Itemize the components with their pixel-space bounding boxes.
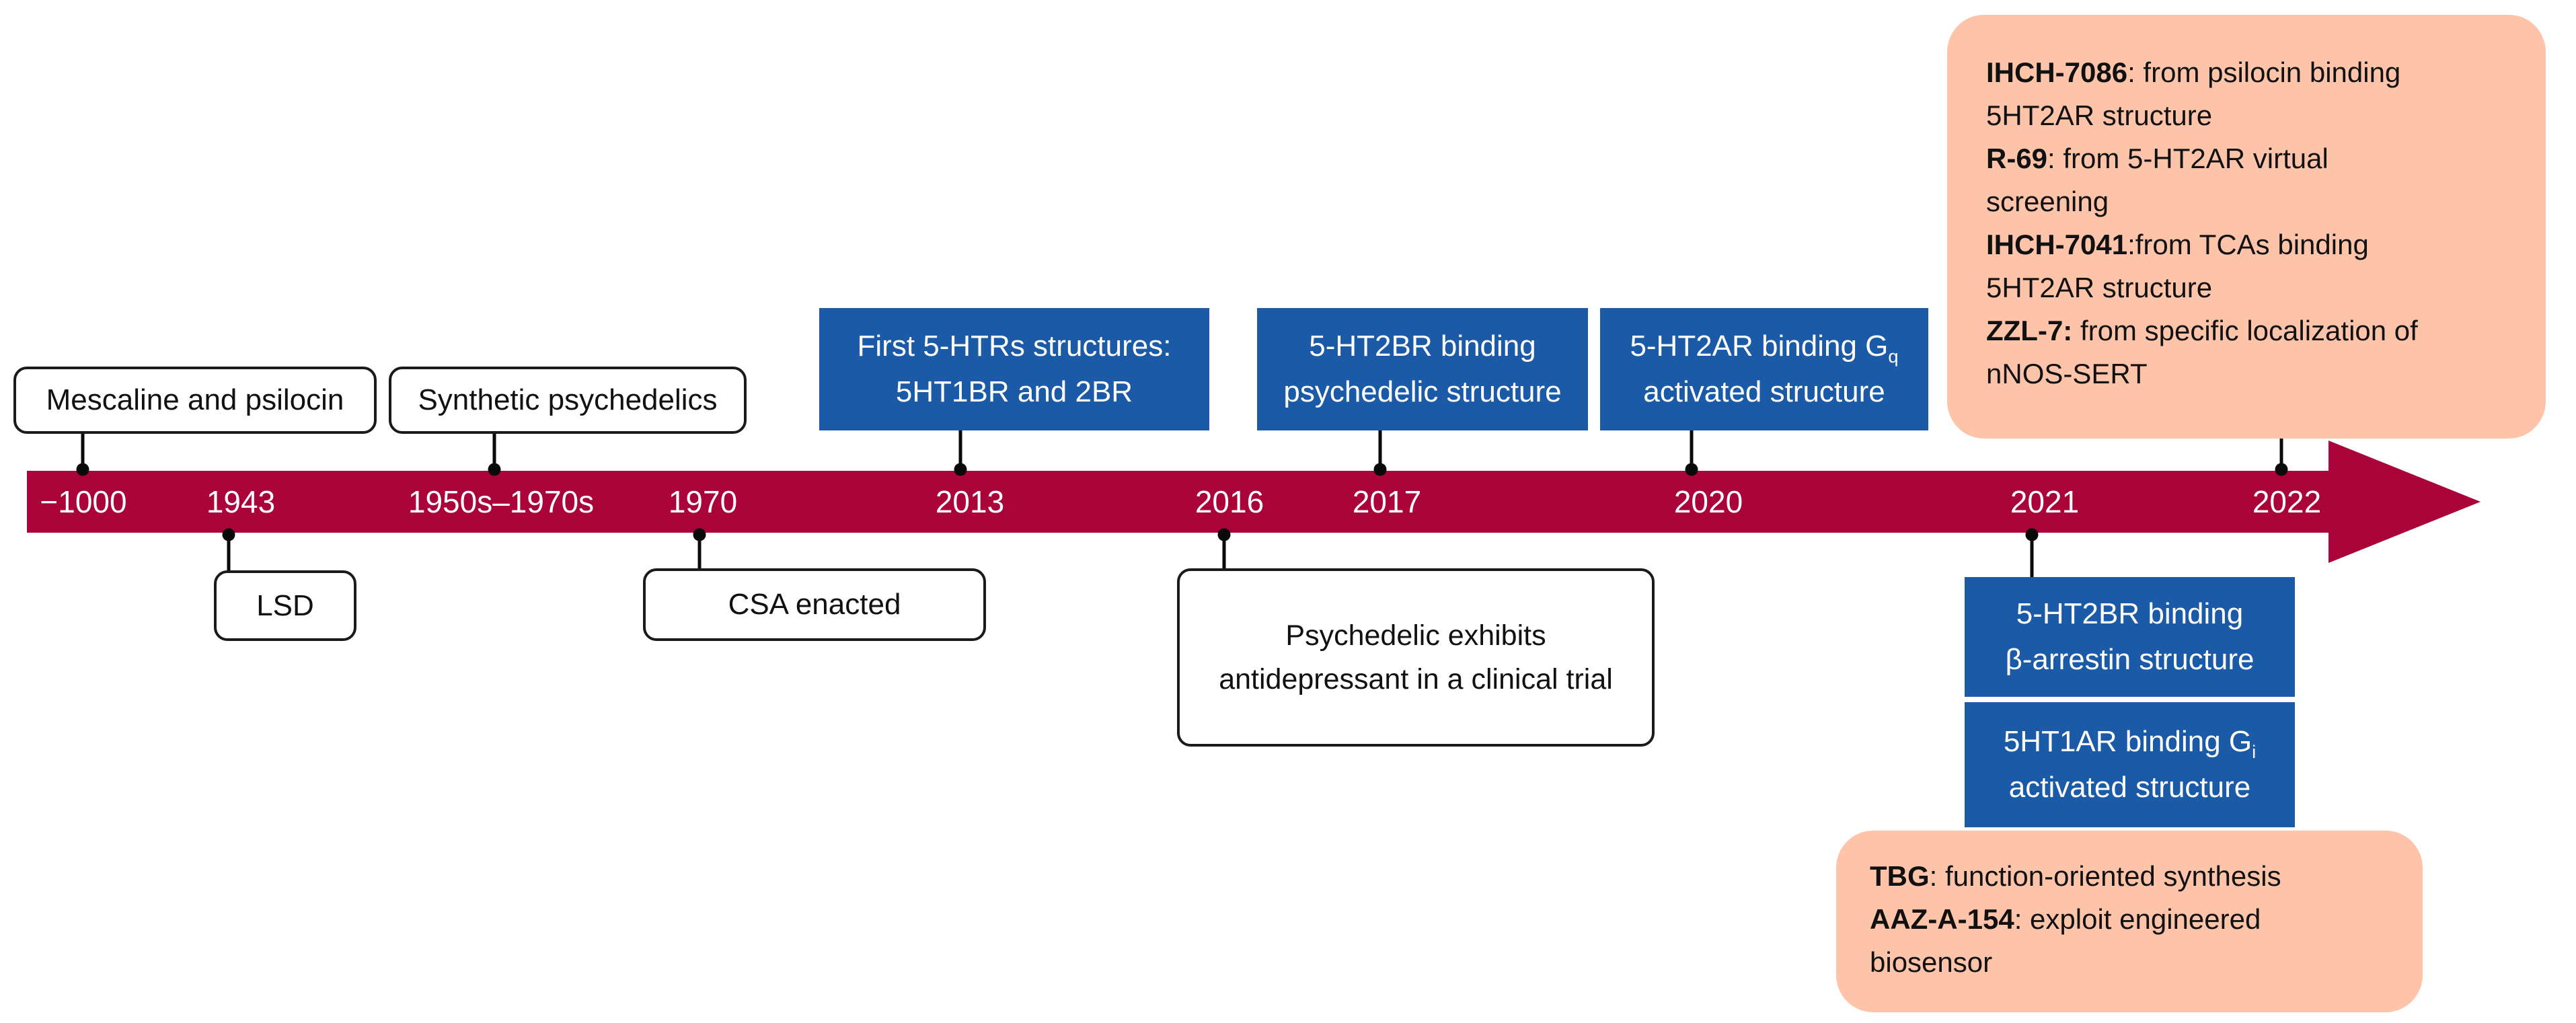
structure-line: 5-HT2BR binding [1309, 329, 1536, 363]
compound-line: R-69: from 5-HT2AR virtual [1986, 143, 2328, 174]
year-label-2017: 2017 [1352, 484, 1422, 519]
compound-box-2022: IHCH-7086: from psilocin binding 5HT2AR … [1947, 15, 2546, 439]
tick-dot-neg1000 [76, 463, 89, 476]
year-label-1970: 1970 [668, 484, 738, 519]
tick-dot-1950s [488, 463, 501, 476]
year-label-2021: 2021 [2010, 484, 2080, 519]
connector-csa [697, 533, 702, 568]
event-box-csa-enacted: CSA enacted [643, 568, 986, 641]
g-protein-subscript: q [1888, 345, 1899, 367]
structure-box-5ht2br-psychedelic: 5-HT2BR binding psychedelic structure [1257, 308, 1588, 430]
compound-line: TBG: function-oriented synthesis [1870, 860, 2281, 892]
event-box-lsd: LSD [214, 570, 356, 641]
structure-box-5ht1ar-gi: 5HT1AR binding Gi activated structure [1965, 702, 2295, 827]
structure-line: 5-HT2AR binding Gq [1630, 329, 1899, 367]
connector-ht2br-arrestin [2030, 533, 2034, 577]
connector-compounds-2022 [2279, 437, 2283, 471]
tick-dot-2021 [2025, 528, 2039, 541]
connector-mescaline [81, 434, 85, 471]
year-label-2022: 2022 [2252, 484, 2322, 519]
timeline-arrowhead-icon [2328, 441, 2480, 563]
compound-line: nNOS-SERT [1986, 358, 2148, 389]
year-label-1950s-1970s: 1950s–1970s [408, 484, 595, 519]
event-box-mescaline-psilocin: Mescaline and psilocin [13, 367, 377, 434]
structure-line: activated structure [1643, 375, 1885, 408]
compound-line: AAZ-A-154: exploit engineered [1870, 903, 2261, 935]
tick-dot-2017 [1373, 463, 1387, 476]
structure-line: 5-HT2BR binding [2016, 597, 2244, 630]
structure-line: activated structure [2008, 771, 2251, 804]
event-label: Psychedelic exhibits antidepressant in a… [1219, 619, 1613, 695]
structure-line: psychedelic structure [1283, 375, 1562, 408]
connector-ht2ar-gq [1690, 430, 1694, 471]
compound-line: 5HT2AR structure [1986, 272, 2213, 303]
tick-dot-1970 [693, 528, 706, 541]
event-label: CSA enacted [728, 588, 901, 621]
year-label-2020: 2020 [1673, 484, 1743, 519]
compound-line: ZZL-7: from specific localization of [1986, 315, 2418, 346]
tick-dot-2013 [954, 463, 967, 476]
compound-line: IHCH-7041:from TCAs binding [1986, 229, 2369, 260]
structure-box-5ht2br-arrestin: 5-HT2BR binding β-arrestin structure [1965, 577, 2295, 697]
compound-line: screening [1986, 186, 2109, 217]
event-box-synthetic-psychedelics: Synthetic psychedelics [389, 367, 747, 434]
tick-dot-2022 [2275, 463, 2288, 476]
structure-line: First 5-HTRs structures: [857, 329, 1172, 363]
event-box-clinical-trial: Psychedelic exhibits antidepressant in a… [1177, 568, 1655, 747]
compound-line: biosensor [1870, 946, 1993, 978]
tick-dot-2020 [1685, 463, 1698, 476]
connector-ht2br-psychedelic [1378, 430, 1382, 471]
structure-line: 5HT1AR binding Gi [2003, 724, 2257, 762]
year-label-1943: 1943 [206, 484, 276, 519]
structure-box-5ht2ar-gq: 5-HT2AR binding Gq activated structure [1600, 308, 1928, 430]
event-label: LSD [256, 589, 314, 622]
event-label: Synthetic psychedelics [418, 383, 718, 416]
compound-box-2021: TBG: function-oriented synthesis AAZ-A-1… [1836, 831, 2423, 1012]
year-label-2013: 2013 [935, 484, 1005, 519]
connector-synthetic [492, 434, 496, 471]
timeline-bar [27, 471, 2330, 533]
g-protein-subscript: i [2252, 741, 2257, 762]
compound-line: IHCH-7086: from psilocin binding [1986, 56, 2401, 88]
structure-line: β-arrestin structure [2005, 643, 2255, 676]
structure-line: 5HT1BR and 2BR [895, 375, 1133, 408]
connector-first-htrs [958, 430, 962, 471]
tick-dot-1943 [222, 528, 235, 541]
event-label: Mescaline and psilocin [46, 383, 344, 416]
connector-lsd [227, 533, 231, 570]
tick-dot-2016 [1217, 528, 1231, 541]
compound-line: 5HT2AR structure [1986, 100, 2213, 131]
structure-box-first-5htrs: First 5-HTRs structures: 5HT1BR and 2BR [819, 308, 1209, 430]
year-label-neg1000: −1000 [40, 484, 127, 519]
year-label-2016: 2016 [1195, 484, 1264, 519]
connector-clinical-trial [1222, 533, 1226, 568]
